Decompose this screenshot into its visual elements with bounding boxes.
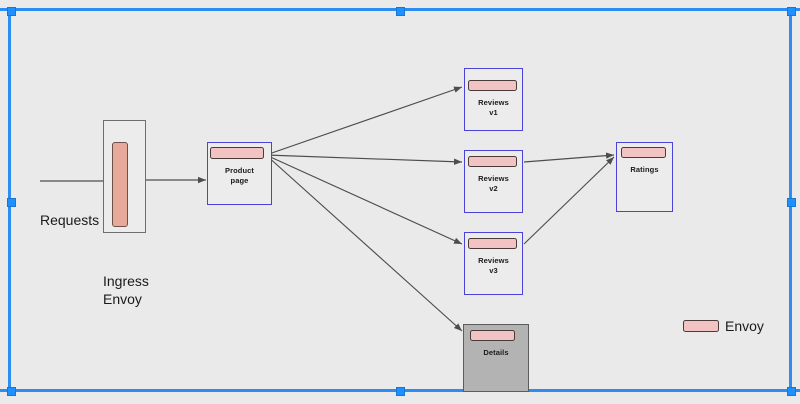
handle-middle-left[interactable]: [7, 198, 16, 207]
node-ratings[interactable]: Ratings: [616, 142, 673, 212]
envoy-sidecar-reviews-v3: [468, 238, 518, 250]
envoy-sidecar-details: [470, 330, 516, 342]
envoy-sidecar-ratings: [621, 147, 667, 159]
edge-reviews-v2-to-ratings[interactable]: [523, 152, 615, 163]
envoy-legend-swatch: [683, 320, 719, 332]
edge-product-to-reviews-v3[interactable]: [265, 154, 463, 245]
node-label-ratings: Ratings: [630, 165, 659, 174]
handle-bottom-left[interactable]: [7, 387, 16, 396]
edge-product-to-reviews-v1[interactable]: [265, 86, 463, 156]
envoy-legend-label: Envoy: [725, 318, 764, 334]
node-ingress-envoy[interactable]: [103, 120, 146, 233]
node-details[interactable]: Details: [463, 324, 529, 392]
handle-bottom-right[interactable]: [787, 387, 796, 396]
requests-label: Requests: [40, 212, 100, 228]
envoy-sidecar-reviews-v2: [468, 156, 518, 168]
envoy-sidecar-ingress-envoy: [112, 142, 129, 228]
edge-product-to-reviews-v2[interactable]: [265, 154, 463, 165]
handle-top-center[interactable]: [396, 7, 405, 16]
handle-top-left[interactable]: [7, 7, 16, 16]
edge-product-to-details[interactable]: [265, 154, 463, 332]
edge-reviews-v3-to-ratings[interactable]: [523, 156, 615, 245]
handle-top-right[interactable]: [787, 7, 796, 16]
envoy-sidecar-product-page: [210, 147, 265, 160]
ingress-envoy-label: Ingress Envoy: [103, 273, 149, 307]
handle-middle-right[interactable]: [787, 198, 796, 207]
handle-bottom-center[interactable]: [396, 387, 405, 396]
envoy-sidecar-reviews-v1: [468, 80, 518, 92]
node-label-details: Details: [483, 348, 509, 357]
